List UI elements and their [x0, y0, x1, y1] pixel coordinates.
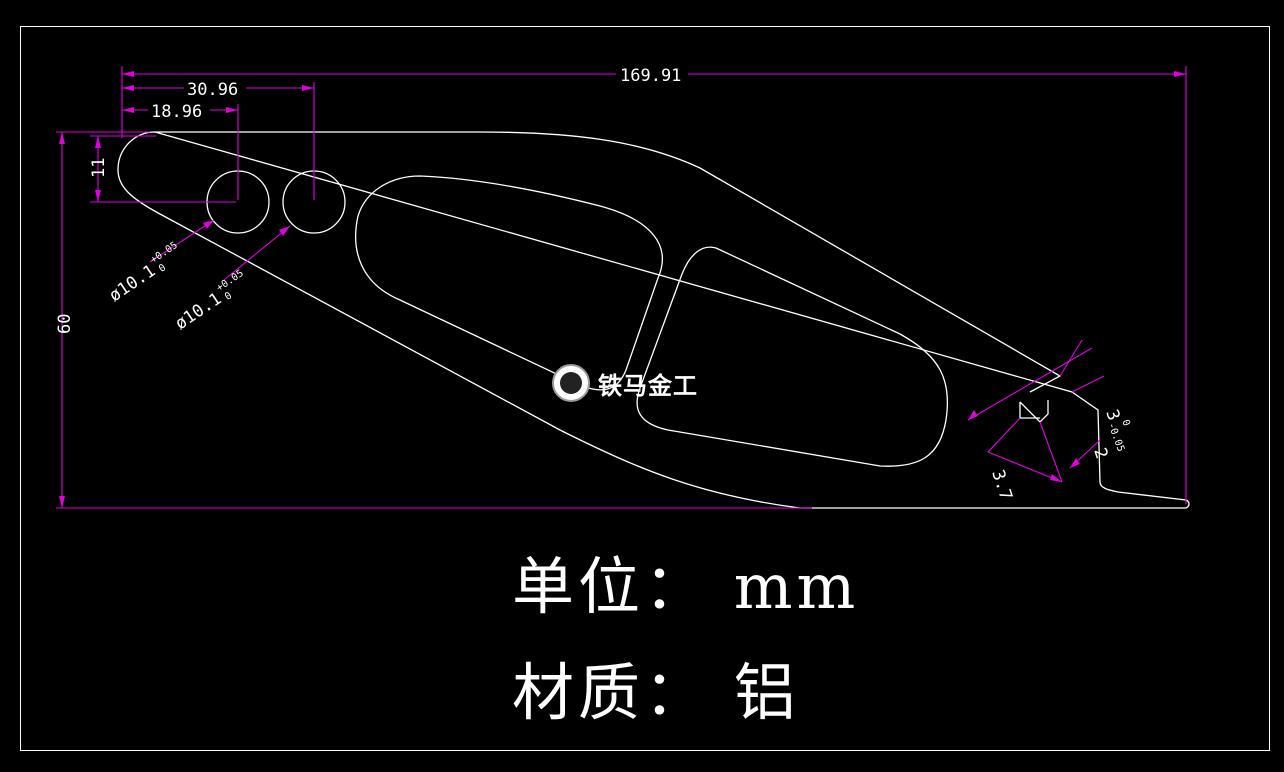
arrow-overall-right — [1174, 71, 1186, 77]
horse-icon — [552, 364, 590, 402]
ext-line-depth-b — [1039, 421, 1063, 483]
label-overall-length: 169.91 — [620, 66, 681, 86]
label-step: 2 — [1089, 445, 1111, 461]
upper-pocket — [355, 175, 663, 391]
arrow-overall-left — [122, 71, 134, 77]
ext-line-depth-a — [987, 417, 1021, 453]
arrow-hole1-dia — [203, 220, 214, 229]
label-hole1-offset: 18.96 — [151, 102, 202, 122]
hole2-tol-upper: +0.05 — [215, 268, 246, 294]
unit-note: 单位： mm — [512, 550, 860, 623]
hole1-tol-lower: 0 — [157, 262, 168, 274]
label-nose-height: 11 — [89, 158, 109, 178]
label-slot-depth: 3.7 — [987, 467, 1016, 502]
arrow-step — [1070, 458, 1080, 468]
label-hole1-diameter: ø10.1 +0.05 0 — [106, 240, 180, 306]
hole2-dia-value: ø10.1 — [172, 289, 226, 334]
brand-logo: 铁马金工 — [552, 364, 698, 402]
arrow-height-bottom — [59, 496, 65, 508]
leader-hole1 — [149, 219, 215, 263]
label-hole2-offset: 30.96 — [187, 80, 238, 100]
material-note: 材质： 铝 — [512, 656, 800, 729]
label-bg-hole1 — [148, 100, 210, 120]
arrow-slot-depth — [1050, 474, 1062, 482]
dim-line-slot-width — [967, 347, 1093, 421]
label-hole2-diameter: ø10.1 +0.05 0 — [172, 268, 246, 334]
arrow-hole2-dia — [279, 226, 290, 236]
leader-hole2 — [223, 225, 291, 281]
arrow-hole2-right — [302, 85, 314, 91]
arrow-height-top — [59, 132, 65, 144]
label-bg-overall — [616, 64, 688, 84]
lower-pocket — [636, 246, 949, 467]
label-overall-height: 60 — [55, 314, 75, 334]
hole2-tol-lower: 0 — [223, 290, 234, 302]
part-outline — [117, 131, 1190, 509]
label-bg-hole2 — [184, 78, 246, 98]
hole1-dia-value: ø10.1 — [106, 261, 160, 306]
arrow-nose-top — [95, 136, 101, 148]
arrow-hole1-left — [122, 107, 134, 113]
ext-line-slot-b — [1059, 339, 1083, 377]
arrow-slot-width — [968, 410, 978, 420]
drawing-border — [20, 26, 1270, 751]
dim-line-slot-depth — [987, 451, 1063, 483]
arrow-nose-bottom — [95, 190, 101, 202]
slot-tol-upper: 0 — [1119, 418, 1131, 427]
arrow-hole2-left — [122, 85, 134, 91]
tip-slot — [1019, 400, 1049, 423]
logo-text: 铁马金工 — [598, 371, 698, 400]
arrow-hole1-right — [226, 107, 238, 113]
ext-line-slot-a — [1071, 375, 1105, 393]
hole1-tol-upper: +0.05 — [149, 240, 180, 266]
